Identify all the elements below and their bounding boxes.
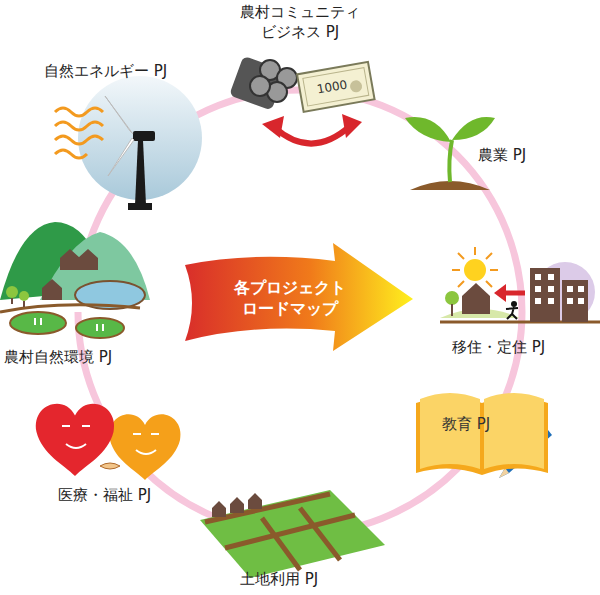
relocation [440,247,600,322]
arrow-head [342,114,362,138]
logs [229,56,297,111]
project-label: 農村自然環境 PJ [4,348,112,368]
exchange-arrow [275,126,350,144]
project-label: 農村コミュニティ ビジネス PJ [230,3,370,42]
project-label: 移住・定住 PJ [452,338,545,358]
project-label: 土地利用 PJ [240,570,318,590]
project-label: 自然エネルギー PJ [44,62,167,82]
roadmap-arrow: 各プロジェクト ロードマップ [185,243,413,351]
arrow-text: 各プロジェクト ロードマップ [225,278,355,320]
book-text: 教育 PJ [426,415,506,435]
wind-turbine [55,76,202,210]
education-book: 教育 PJ [412,385,552,477]
arrow-head [262,116,284,138]
project-label: 農業 PJ [478,146,526,166]
banknote [297,62,375,112]
project-label: 医療・福祉 PJ [58,486,151,506]
land-field [200,490,385,578]
landscape [0,222,150,338]
hearts [36,404,181,480]
arrow-body [185,243,413,351]
book-page [484,393,544,469]
